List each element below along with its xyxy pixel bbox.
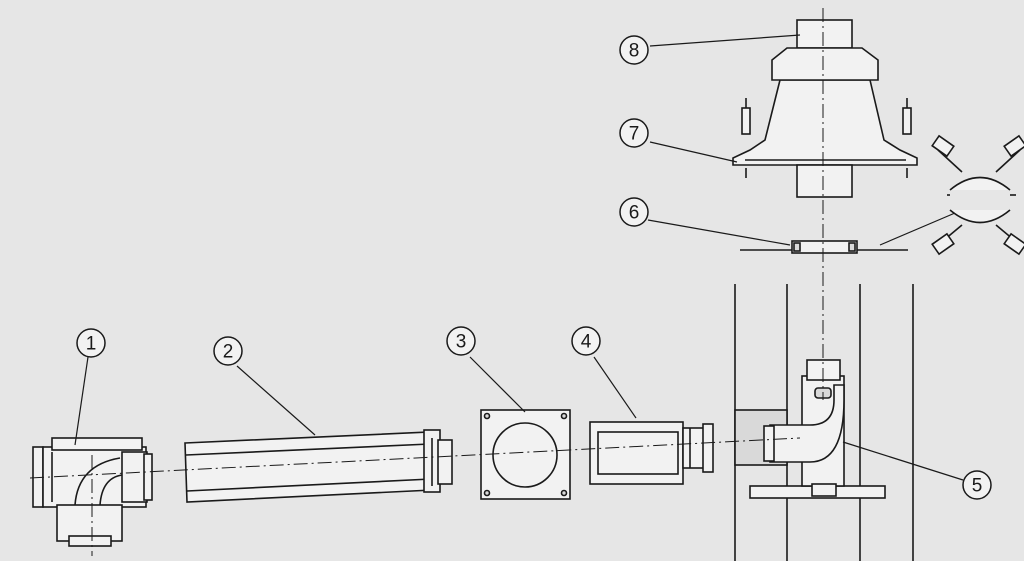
horizontal-pipe xyxy=(184,429,453,503)
split-clamp-detail xyxy=(931,134,1024,256)
callout-8-label: 8 xyxy=(629,41,640,62)
callout-3: 3 xyxy=(446,326,476,356)
callout-3-label: 3 xyxy=(456,332,467,353)
wall-plate xyxy=(480,409,571,500)
callout-4: 4 xyxy=(571,326,601,356)
callout-5-label: 5 xyxy=(972,476,983,497)
callout-2-label: 2 xyxy=(223,342,234,363)
ceiling-flange xyxy=(732,79,918,198)
callout-8: 8 xyxy=(619,35,649,65)
callout-1: 1 xyxy=(76,328,106,358)
callout-7: 7 xyxy=(619,118,649,148)
support-clamp xyxy=(740,240,908,254)
callout-6: 6 xyxy=(619,197,649,227)
callout-4-label: 4 xyxy=(581,332,592,353)
callout-1-label: 1 xyxy=(86,334,97,355)
callout-5: 5 xyxy=(962,470,992,500)
adapter-sleeve xyxy=(589,421,714,485)
callout-6-label: 6 xyxy=(629,203,640,224)
center-lines xyxy=(29,8,824,556)
tee-fitting xyxy=(32,437,153,547)
callout-2: 2 xyxy=(213,336,243,366)
elbow-fitting xyxy=(763,359,845,497)
leader-lines xyxy=(74,34,964,481)
callout-7-label: 7 xyxy=(629,124,640,145)
terminal-cap xyxy=(771,19,879,81)
